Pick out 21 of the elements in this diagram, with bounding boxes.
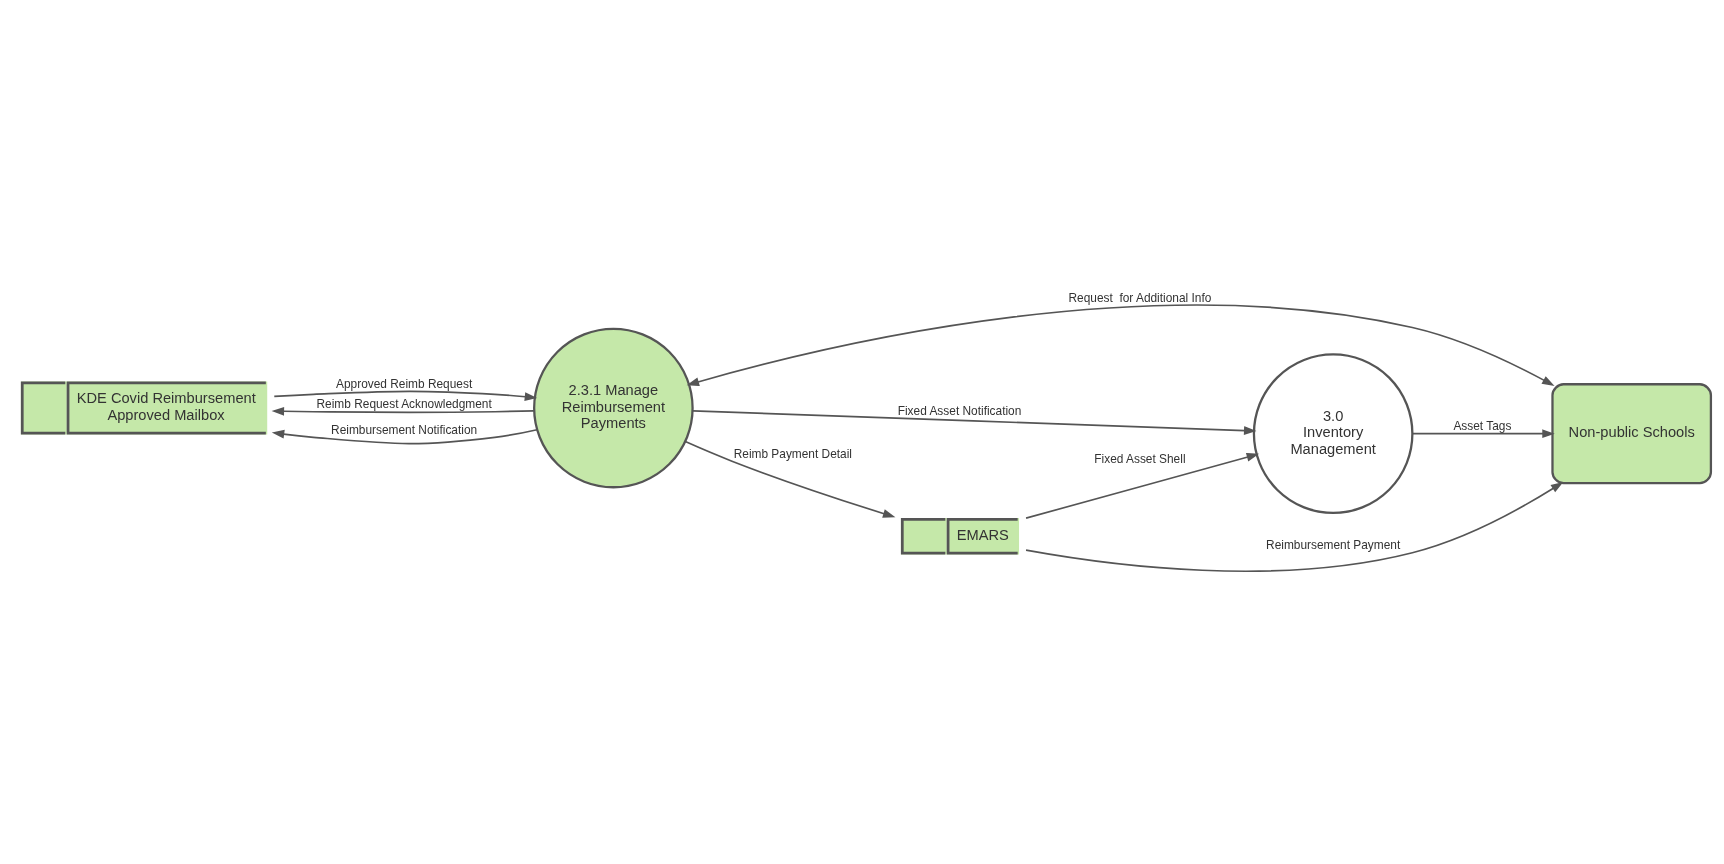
edge-label: Reimbursement Notification [331,423,478,438]
edge-label: Asset Tags [1453,419,1512,434]
arrow [686,304,1555,386]
arrow [271,428,538,445]
arrow [1411,429,1555,439]
arrow [692,410,1257,435]
edge-label: Reimbursement Payment [1266,538,1401,553]
arrow [271,406,535,416]
node-circle: 2.3.1 Manage Reimbursement Payments [533,327,694,489]
node-box: Non-public Schools [1551,383,1713,485]
edge-label: Reimb Payment Detail [733,446,853,461]
edge-label: Request for Additional Info [1068,291,1212,306]
edge-label: Fixed Asset Notification [897,403,1022,418]
arrow [1025,452,1260,519]
edge-label: Approved Reimb Request [336,377,473,392]
edge-label: Fixed Asset Shell [1094,452,1186,467]
edge-label: Reimb Request Acknowledgment [316,397,492,412]
arrow [1025,481,1564,572]
arrow [273,390,538,401]
arrow [684,440,896,518]
node-circle: 3.0 Inventory Management [1252,353,1414,515]
